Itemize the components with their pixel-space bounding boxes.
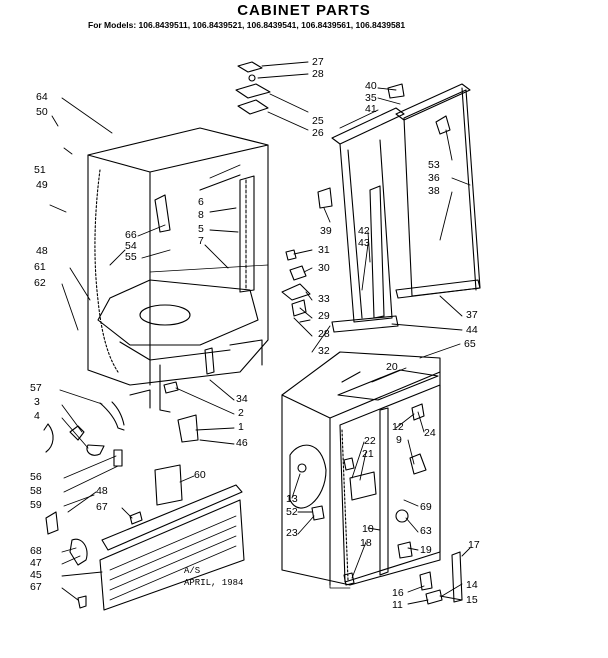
callout-46: 46 — [236, 437, 248, 449]
callout-27: 27 — [312, 56, 324, 68]
callout-8: 8 — [198, 209, 204, 221]
callout-32: 32 — [318, 345, 330, 357]
callout-63: 63 — [420, 525, 432, 537]
callout-3: 3 — [34, 396, 40, 408]
refrigerator-cabinet — [281, 351, 463, 605]
callout-29: 29 — [318, 310, 330, 322]
callout-18: 18 — [360, 537, 372, 549]
callout-33: 33 — [318, 293, 330, 305]
callout-25: 25 — [312, 115, 324, 127]
callout-45: 45 — [30, 569, 42, 581]
callout-54: 54 — [125, 240, 137, 252]
callout-15: 15 — [466, 594, 478, 606]
leader-lines — [49, 61, 471, 605]
callout-61: 61 — [34, 261, 46, 273]
callout-13: 13 — [286, 493, 298, 505]
callout-35: 35 — [365, 92, 377, 104]
callout-34: 34 — [236, 393, 248, 405]
callout-28-bottom: 28 — [318, 328, 330, 340]
callout-49: 49 — [36, 179, 48, 191]
callout-66: 66 — [125, 229, 137, 241]
callout-16: 16 — [392, 587, 404, 599]
callout-50: 50 — [36, 106, 48, 118]
callout-58: 58 — [30, 485, 42, 497]
model-list: For Models: 106.8439511, 106.8439521, 10… — [88, 20, 406, 30]
callout-10: 10 — [362, 523, 374, 535]
callout-47: 47 — [30, 557, 42, 569]
callout-38: 38 — [428, 185, 440, 197]
callout-26: 26 — [312, 127, 324, 139]
callout-14: 14 — [466, 579, 478, 591]
callout-5: 5 — [198, 223, 204, 235]
callout-56: 56 — [30, 471, 42, 483]
cabinet-shell — [87, 127, 269, 413]
callout-42: 42 — [358, 225, 370, 237]
callout-52: 52 — [286, 506, 298, 518]
callout-60: 60 — [194, 469, 206, 481]
callout-30: 30 — [318, 262, 330, 274]
callout-11: 11 — [392, 599, 403, 611]
callout-57: 57 — [30, 382, 42, 394]
callout-67-lower: 67 — [30, 581, 42, 593]
callout-39: 39 — [320, 225, 332, 237]
callout-1: 1 — [238, 421, 244, 433]
callout-44: 44 — [466, 324, 478, 336]
revision-date: APRIL, 1984 — [184, 578, 244, 588]
callout-59: 59 — [30, 499, 42, 511]
callout-53: 53 — [428, 159, 440, 171]
callout-51: 51 — [34, 164, 46, 176]
top-hinge — [235, 61, 271, 115]
diagram-title: CABINET PARTS — [237, 2, 371, 19]
callout-31: 31 — [318, 244, 330, 256]
base-grille — [45, 464, 245, 611]
callout-23: 23 — [286, 527, 298, 539]
callout-41: 41 — [365, 103, 377, 115]
callout-12: 12 — [392, 421, 404, 433]
callout-68: 68 — [30, 545, 42, 557]
callout-48-lower: 48 — [96, 485, 108, 497]
callout-37: 37 — [466, 309, 478, 321]
callout-9: 9 — [396, 434, 402, 446]
callout-19: 19 — [420, 544, 432, 556]
callout-7: 7 — [198, 235, 204, 247]
callout-6: 6 — [198, 196, 204, 208]
callout-21: 21 — [362, 448, 374, 460]
callout-67-upper: 67 — [96, 501, 108, 513]
callout-28-top: 28 — [312, 68, 324, 80]
door-breaker-strips — [281, 83, 481, 333]
callout-48: 48 — [36, 245, 48, 257]
page-code: A/S — [184, 566, 201, 576]
callout-43: 43 — [358, 237, 370, 249]
callout-36: 36 — [428, 172, 440, 184]
callout-4: 4 — [34, 410, 40, 422]
callout-65: 65 — [464, 338, 476, 350]
callout-24: 24 — [424, 427, 436, 439]
callout-64: 64 — [36, 91, 48, 103]
callout-22: 22 — [364, 435, 376, 447]
callout-55: 55 — [125, 251, 137, 263]
callout-40: 40 — [365, 80, 377, 92]
callout-62: 62 — [34, 277, 46, 289]
callout-17: 17 — [468, 539, 480, 551]
callout-20: 20 — [386, 361, 398, 373]
callout-69: 69 — [420, 501, 432, 513]
callout-2: 2 — [238, 407, 244, 419]
